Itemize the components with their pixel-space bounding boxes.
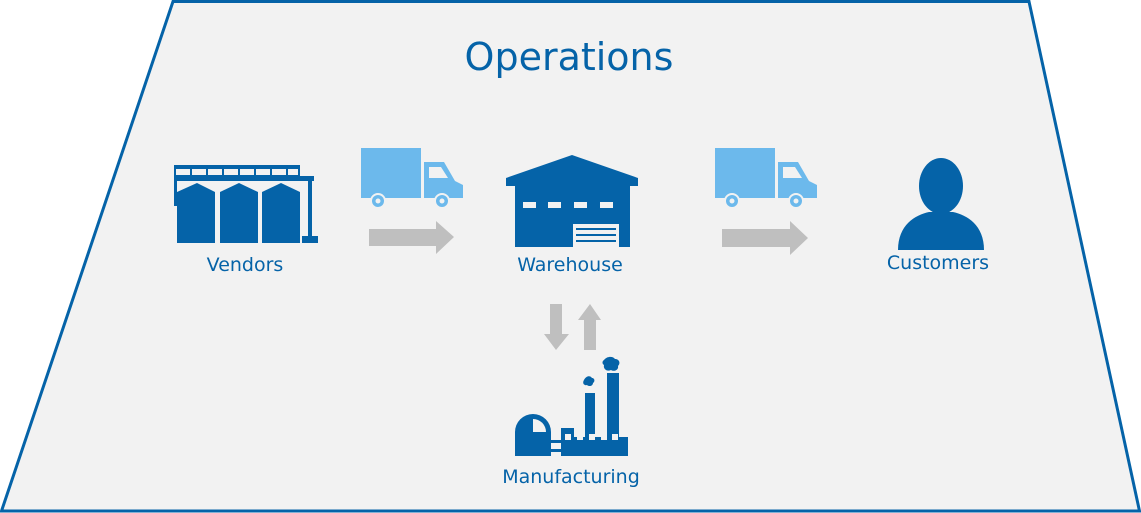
flow-arrow-warehouse-to-customers (722, 221, 808, 255)
warehouse-label: Warehouse (517, 254, 623, 276)
diagram-title: Operations (465, 35, 674, 79)
flow-arrow-warehouse-to-manufacturing (544, 304, 569, 350)
flow-arrow-manufacturing-to-warehouse (578, 304, 601, 350)
vendors-silo-icon (174, 165, 318, 243)
customer-person-icon (898, 158, 984, 250)
warehouse-icon (506, 155, 638, 247)
vendors-label: Vendors (207, 254, 284, 276)
manufacturing-factory-icon (515, 356, 628, 456)
truck-icon (715, 148, 817, 209)
customers-label: Customers (887, 252, 989, 274)
flow-arrow-vendors-to-warehouse (369, 221, 454, 254)
manufacturing-label: Manufacturing (502, 466, 640, 488)
truck-icon (361, 148, 463, 209)
